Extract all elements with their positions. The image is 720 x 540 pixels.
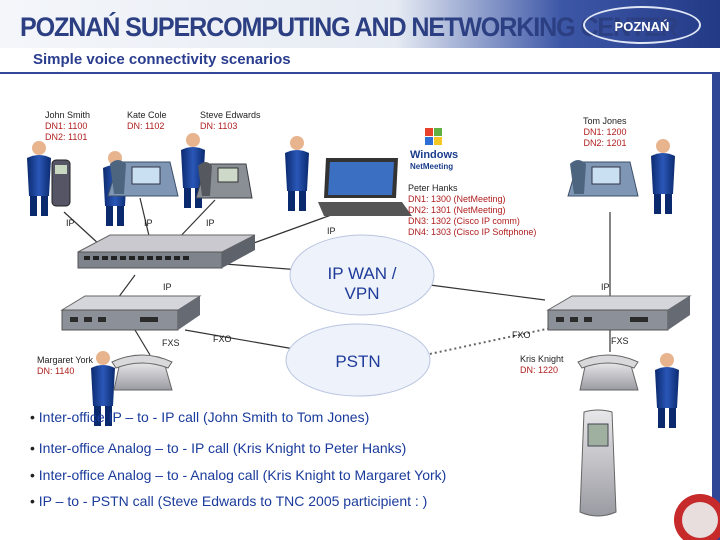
- tom-name: Tom Jones: [583, 116, 627, 126]
- kate-dn: DN: 1102: [127, 121, 165, 131]
- steve-dn: DN: 1103: [200, 121, 238, 131]
- peter-dn4: DN4: 1303 (Cisco IP Softphone): [408, 227, 537, 237]
- right-accent-bar: [712, 72, 720, 540]
- link-kate: [139, 197, 151, 241]
- kris-dn: DN: 1220: [520, 365, 559, 375]
- bullet-item: Inter-office IP – to - IP call (John Smi…: [30, 409, 369, 425]
- wan-cloud-label: IP WAN / VPN: [327, 264, 397, 303]
- fxs-label-left: FXS: [162, 338, 180, 348]
- john-label: John Smith DN1: 1100 DN2: 1101: [45, 110, 90, 143]
- tom-label: Tom Jones DN1: 1200 DN2: 1201: [583, 116, 627, 149]
- margaret-name: Margaret York: [37, 355, 94, 365]
- peter-dn1: DN1: 1300 (NetMeeting): [408, 194, 506, 204]
- ip-label-kate: IP: [144, 218, 153, 228]
- link-fxo-pstn: [184, 329, 301, 351]
- john-name: John Smith: [45, 110, 91, 120]
- fxo-label-left: FXO: [213, 334, 232, 344]
- link-switch-router: [117, 274, 136, 299]
- person-icon: [655, 353, 679, 428]
- laptop-icon: [318, 158, 412, 216]
- ip-label-laptop: IP: [327, 226, 336, 236]
- fxs-label-right: FXS: [611, 336, 629, 346]
- kate-label: Kate Cole DN: 1102: [127, 110, 167, 132]
- bullet-item: Inter-office Analog – to - IP call (Kris…: [30, 440, 407, 456]
- pstn-cloud-label: PSTN: [335, 352, 381, 371]
- ip-phone-icon: [567, 160, 639, 197]
- john-dn2: DN2: 1101: [45, 132, 88, 142]
- router-icon: [546, 295, 692, 331]
- peter-dn3: DN3: 1302 (Cisco IP comm): [408, 216, 520, 226]
- terena-logo-icon: [674, 494, 720, 540]
- netmeeting-label: Windows NetMeeting: [410, 149, 459, 172]
- link-pstn-fxo: [424, 324, 566, 356]
- fxo-label-right: FXO: [512, 330, 531, 340]
- peter-name: Peter Hanks: [408, 183, 458, 193]
- pstn-cloud-shape: [285, 323, 431, 397]
- title-bar: [0, 48, 720, 74]
- margaret-dn: DN: 1140: [37, 366, 75, 376]
- link-john: [63, 211, 101, 246]
- cordless-phone-icon: [51, 159, 71, 207]
- analog-phone-icon: [577, 354, 639, 391]
- link-wan-router2: [429, 284, 546, 301]
- ip-label-router2: IP: [601, 282, 610, 292]
- switch-icon: [77, 234, 256, 269]
- kris-name: Kris Knight: [520, 354, 564, 364]
- link-fxs-margaret: [134, 329, 151, 356]
- wan-cloud-shape: [289, 234, 435, 316]
- ip-label-switch: IP: [163, 282, 172, 292]
- person-icon: [285, 136, 309, 211]
- kate-name: Kate Cole: [127, 110, 167, 120]
- tom-dn2: DN2: 1201: [583, 138, 627, 148]
- person-icon: [27, 141, 51, 216]
- ip-label-steve: IP: [206, 218, 215, 228]
- links: [63, 197, 611, 356]
- banner-title: POZNAŃ SUPERCOMPUTING AND NETWORKING CEN…: [20, 12, 678, 42]
- margaret-label: Margaret York DN: 1140: [37, 355, 93, 377]
- steve-label: Steve Edwards DN: 1103: [200, 110, 261, 132]
- ip-label-john: IP: [66, 218, 75, 228]
- peter-dn2: DN2: 1301 (NetMeeting): [408, 205, 506, 215]
- ip-phone-icon: [107, 160, 179, 197]
- bullet-item: IP – to - PSTN call (Steve Edwards to TN…: [30, 493, 428, 509]
- steve-name: Steve Edwards: [200, 110, 261, 120]
- analog-phone-icon: [111, 354, 173, 391]
- slide-title: Simple voice connectivity scenarios: [33, 51, 291, 68]
- kris-label: Kris Knight DN: 1220: [520, 354, 564, 376]
- ip-phone-icon: [195, 162, 253, 199]
- psnc-logo: POZNAŃ: [583, 6, 701, 44]
- tom-dn1: DN1: 1200: [583, 127, 627, 137]
- windows-logo-icon: [425, 128, 442, 145]
- bullet-item: Inter-office Analog – to - Analog call (…: [30, 467, 447, 483]
- router-icon: [60, 295, 202, 331]
- person-icon: [651, 139, 675, 214]
- cell-phone-icon: [579, 409, 617, 517]
- john-dn1: DN1: 1100: [45, 121, 88, 131]
- peter-label: Peter Hanks DN1: 1300 (NetMeeting) DN2: …: [408, 183, 536, 238]
- link-laptop: [239, 209, 346, 249]
